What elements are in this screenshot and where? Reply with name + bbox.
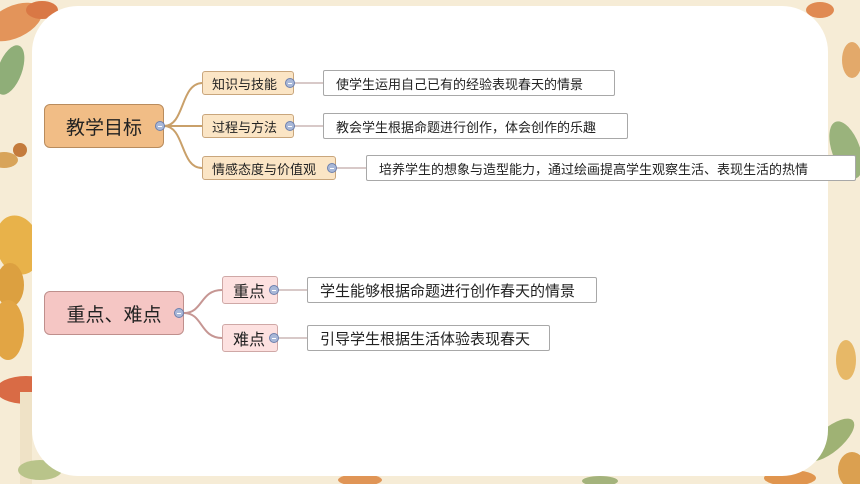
detail-knowledge-skills-text: 使学生运用自己已有的经验表现春天的情景	[336, 77, 584, 93]
detail-key-point[interactable]: 学生能够根据命题进行创作春天的情景	[307, 277, 597, 303]
detail-emotion-values-text: 培养学生的想象与造型能力，通过绘画提高学生观察生活、表现生活的热情	[379, 162, 809, 178]
detail-difficult-point-text: 引导学生根据生活体验表现春天	[320, 329, 531, 348]
topic-key-difficult-points[interactable]: 重点、难点	[44, 291, 184, 335]
branch-process-methods-label: 过程与方法	[212, 120, 278, 136]
topic-teaching-goals[interactable]: 教学目标	[44, 104, 164, 148]
detail-difficult-point[interactable]: 引导学生根据生活体验表现春天	[307, 325, 550, 351]
detail-knowledge-skills[interactable]: 使学生运用自己已有的经验表现春天的情景	[323, 70, 615, 96]
topic-teaching-goals-label: 教学目标	[65, 116, 142, 139]
collapse-minus-icon[interactable]	[285, 121, 295, 131]
branch-difficult-point-label: 难点	[233, 330, 266, 349]
detail-key-point-text: 学生能够根据命题进行创作春天的情景	[320, 281, 576, 300]
branch-difficult-point[interactable]: 难点	[222, 324, 278, 352]
collapse-minus-icon[interactable]	[327, 163, 337, 173]
branch-knowledge-skills-label: 知识与技能	[212, 77, 278, 93]
detail-process-methods[interactable]: 教会学生根据命题进行创作，体会创作的乐趣	[323, 113, 628, 139]
collapse-minus-icon[interactable]	[285, 78, 295, 88]
collapse-minus-icon[interactable]	[269, 285, 279, 295]
detail-process-methods-text: 教会学生根据命题进行创作，体会创作的乐趣	[336, 120, 597, 136]
branch-emotion-values[interactable]: 情感态度与价值观	[202, 156, 336, 180]
branch-knowledge-skills[interactable]: 知识与技能	[202, 71, 294, 95]
branch-key-point[interactable]: 重点	[222, 276, 278, 304]
branch-process-methods[interactable]: 过程与方法	[202, 114, 294, 138]
detail-emotion-values[interactable]: 培养学生的想象与造型能力，通过绘画提高学生观察生活、表现生活的热情	[366, 155, 856, 181]
branch-key-point-label: 重点	[233, 282, 266, 301]
collapse-minus-icon[interactable]	[269, 333, 279, 343]
leaf-decoration-top-left	[0, 1, 58, 307]
collapse-minus-icon[interactable]	[155, 121, 165, 131]
leaf-decoration-bottom	[338, 474, 618, 484]
collapse-minus-icon[interactable]	[174, 308, 184, 318]
topic-key-difficult-points-label: 重点、难点	[66, 303, 162, 326]
branch-emotion-values-label: 情感态度与价值观	[212, 162, 317, 178]
